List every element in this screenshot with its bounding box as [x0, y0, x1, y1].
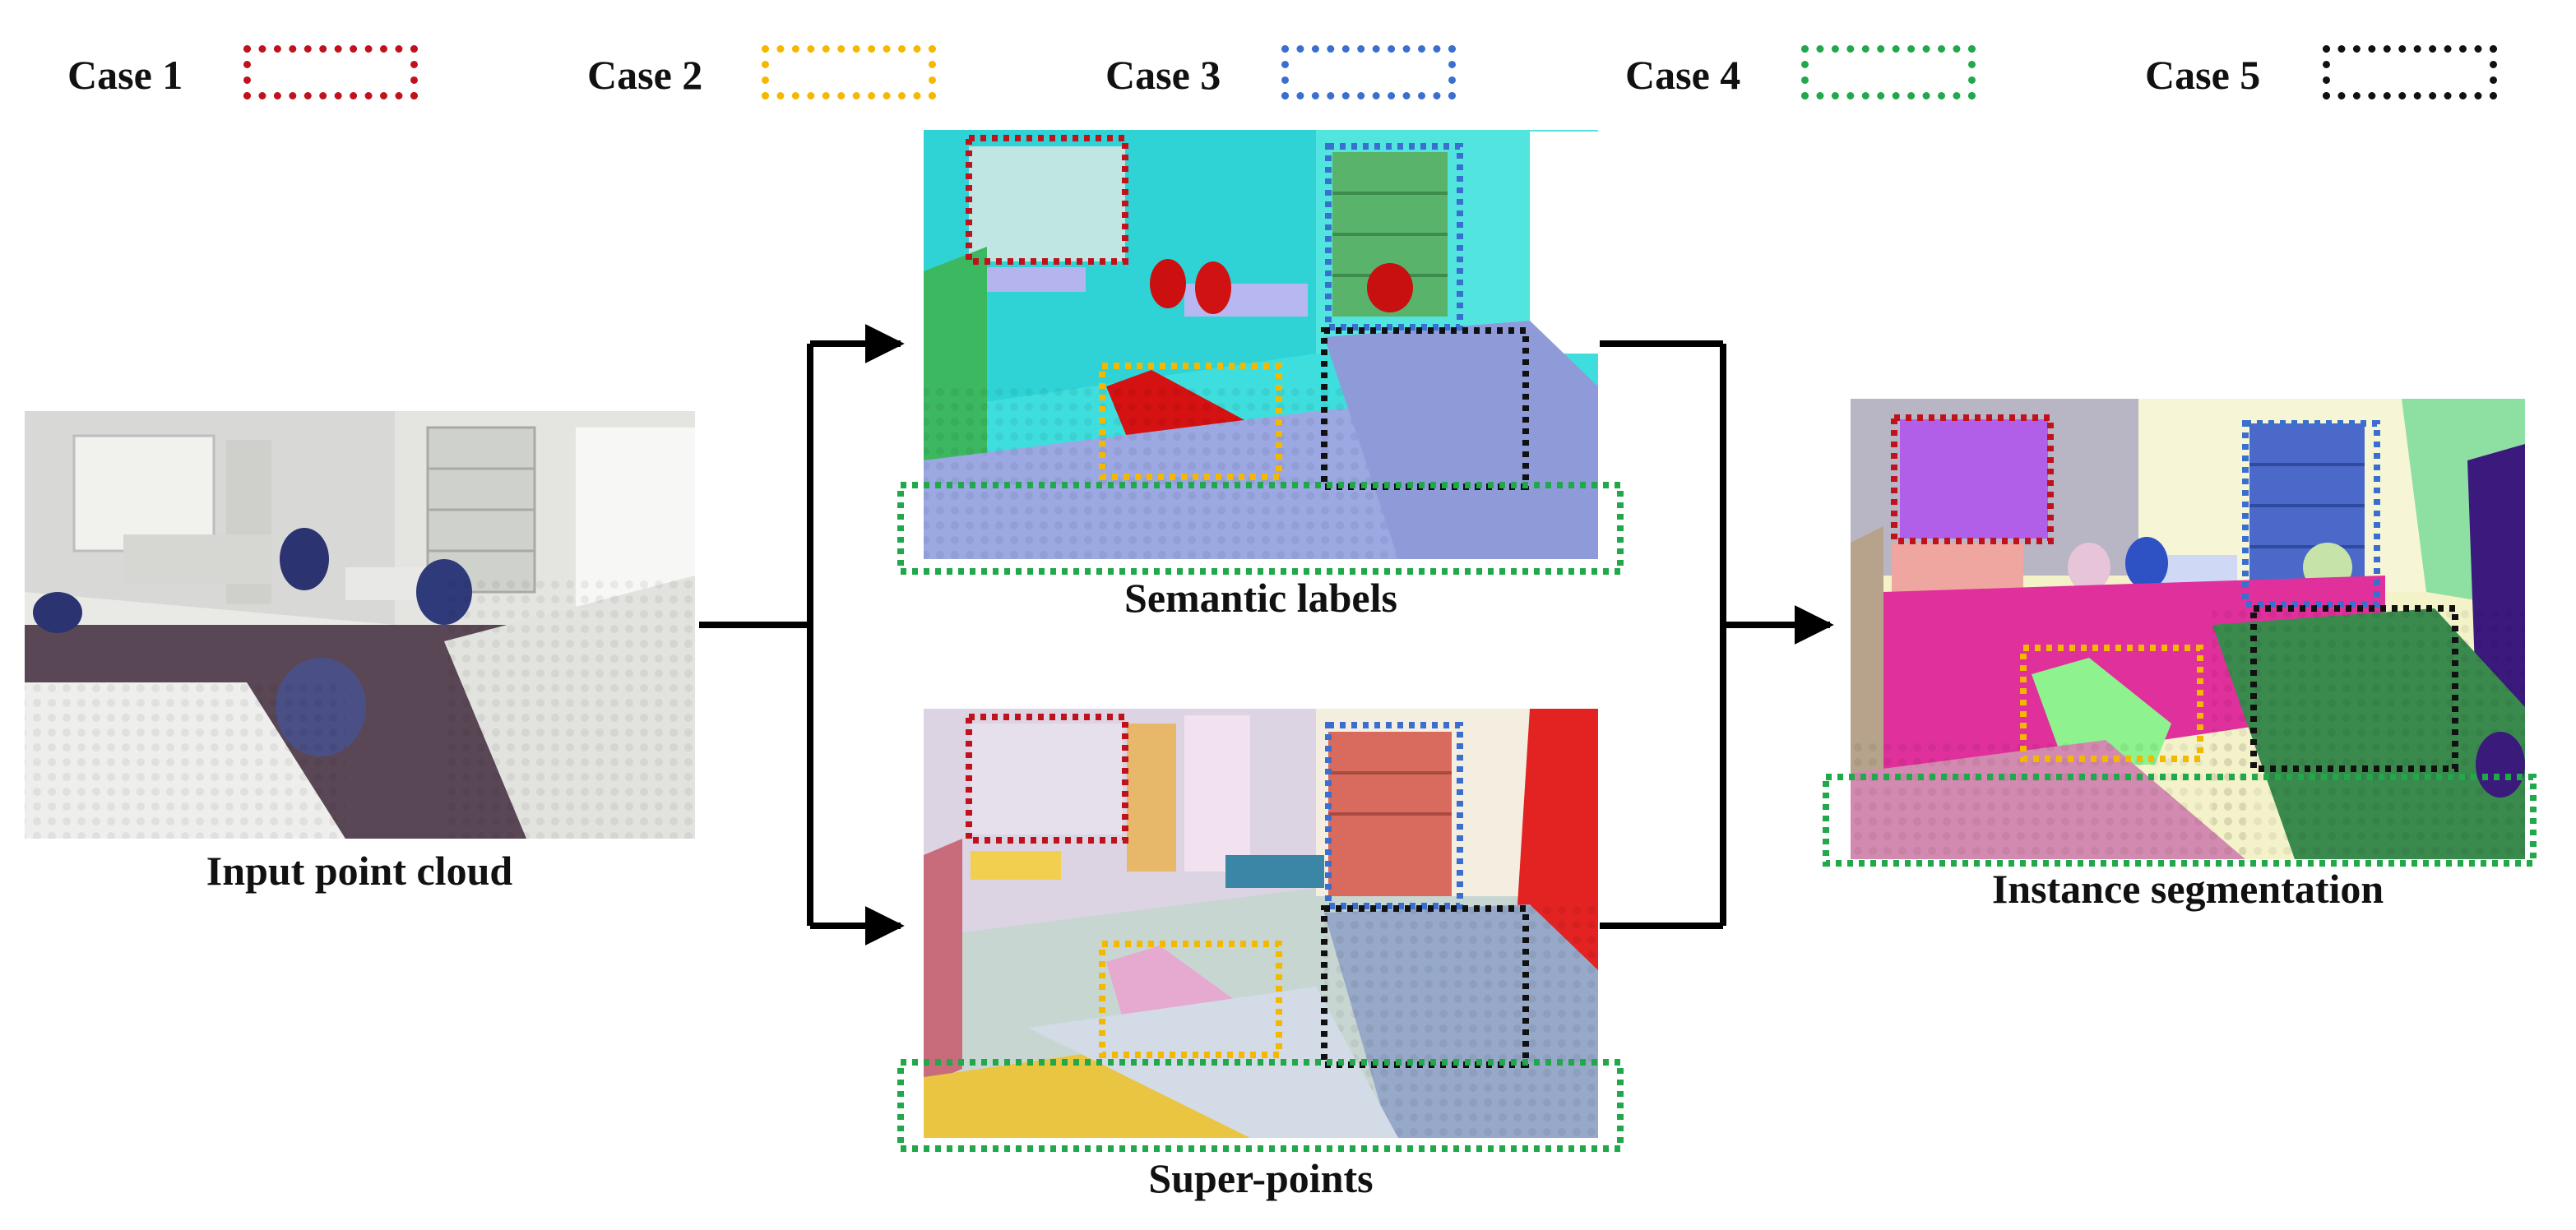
- semantic-labels-image: [924, 130, 1598, 559]
- instance-segmentation-caption: Instance segmentation: [1991, 866, 2384, 912]
- legend-swatch-case-4: [1801, 45, 1976, 99]
- flow-arrows: [699, 324, 1834, 946]
- input-point-cloud-caption: Input point cloud: [206, 848, 513, 894]
- superpoints-case-3-box: [1325, 722, 1463, 909]
- superpoints-case-2-box: [1099, 941, 1282, 1058]
- instance-case-1-box: [1891, 414, 2054, 544]
- super-points-image: [924, 709, 1598, 1138]
- legend-label-case-1: Case 1: [67, 52, 183, 98]
- instance-case-5-box: [2250, 605, 2458, 772]
- instance-case-3-box: [2242, 420, 2380, 608]
- semantic-case-3-box: [1325, 143, 1463, 331]
- legend-swatch-case-5: [2323, 45, 2497, 99]
- instance-case-4-box: [1823, 774, 2537, 867]
- superpoints-case-4-box: [897, 1059, 1624, 1152]
- case-highlight-boxes: [897, 135, 2537, 1152]
- instance-segmentation-image: [1851, 399, 2525, 859]
- legend-label-case-2: Case 2: [587, 52, 703, 98]
- semantic-case-1-box: [966, 135, 1128, 265]
- legend-label-case-5: Case 5: [2145, 52, 2261, 98]
- superpoints-case-5-box: [1321, 905, 1529, 1068]
- legend-swatch-case-1: [243, 45, 418, 99]
- instance-case-2-box: [2020, 645, 2203, 762]
- super-points-caption: Super-points: [1148, 1155, 1374, 1201]
- semantic-case-4-box: [897, 482, 1624, 575]
- legend-label-case-4: Case 4: [1625, 52, 1741, 98]
- input-point-cloud-image: [25, 411, 695, 839]
- superpoints-case-1-box: [966, 714, 1128, 844]
- legend-swatch-case-2: [762, 45, 936, 99]
- semantic-labels-caption: Semantic labels: [1124, 575, 1397, 621]
- semantic-case-2-box: [1099, 363, 1282, 480]
- semantic-case-5-box: [1321, 327, 1529, 490]
- legend-label-case-3: Case 3: [1105, 52, 1221, 98]
- legend-swatch-case-3: [1281, 45, 1456, 99]
